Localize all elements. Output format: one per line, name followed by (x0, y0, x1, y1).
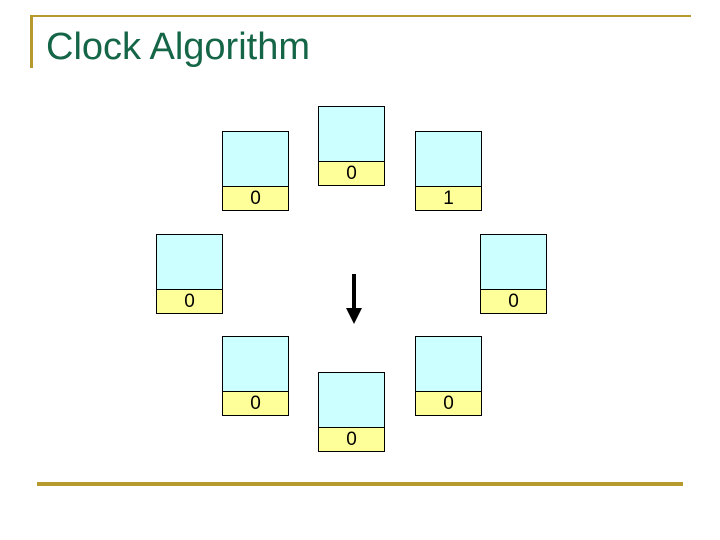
page-frame-left: 0 (156, 234, 223, 314)
page-frame-lower-right: 0 (415, 336, 482, 416)
clock-hand-arrow-icon (346, 274, 362, 324)
use-bit-strip: 0 (416, 391, 481, 415)
use-bit-strip: 0 (319, 161, 384, 185)
frame-page-area (223, 132, 288, 186)
page-frame-top: 0 (318, 106, 385, 186)
use-bit-value: 0 (346, 429, 357, 450)
frame-page-area (319, 107, 384, 161)
use-bit-value: 0 (346, 163, 357, 184)
use-bit-strip: 0 (481, 289, 546, 313)
frame-page-area (223, 337, 288, 391)
page-frame-upper-right: 1 (415, 131, 482, 211)
header-rule (30, 15, 691, 17)
use-bit-strip: 0 (319, 427, 384, 451)
use-bit-value: 0 (443, 393, 454, 414)
use-bit-value: 0 (184, 291, 195, 312)
page-frame-upper-left: 0 (222, 131, 289, 211)
frame-page-area (481, 235, 546, 289)
page-frame-right: 0 (480, 234, 547, 314)
use-bit-value: 0 (508, 291, 519, 312)
use-bit-value: 0 (250, 188, 261, 209)
use-bit-value: 0 (250, 393, 261, 414)
frame-page-area (416, 132, 481, 186)
page-title: Clock Algorithm (46, 26, 310, 68)
use-bit-strip: 0 (157, 289, 222, 313)
page-frame-bottom: 0 (318, 372, 385, 452)
frame-page-area (416, 337, 481, 391)
frame-page-area (157, 235, 222, 289)
footer-rule (37, 482, 683, 486)
use-bit-strip: 0 (223, 186, 288, 210)
use-bit-value: 1 (443, 188, 454, 209)
use-bit-strip: 0 (223, 391, 288, 415)
frame-page-area (319, 373, 384, 427)
header-accent-bar (30, 15, 33, 68)
page-frame-lower-left: 0 (222, 336, 289, 416)
use-bit-strip: 1 (416, 186, 481, 210)
